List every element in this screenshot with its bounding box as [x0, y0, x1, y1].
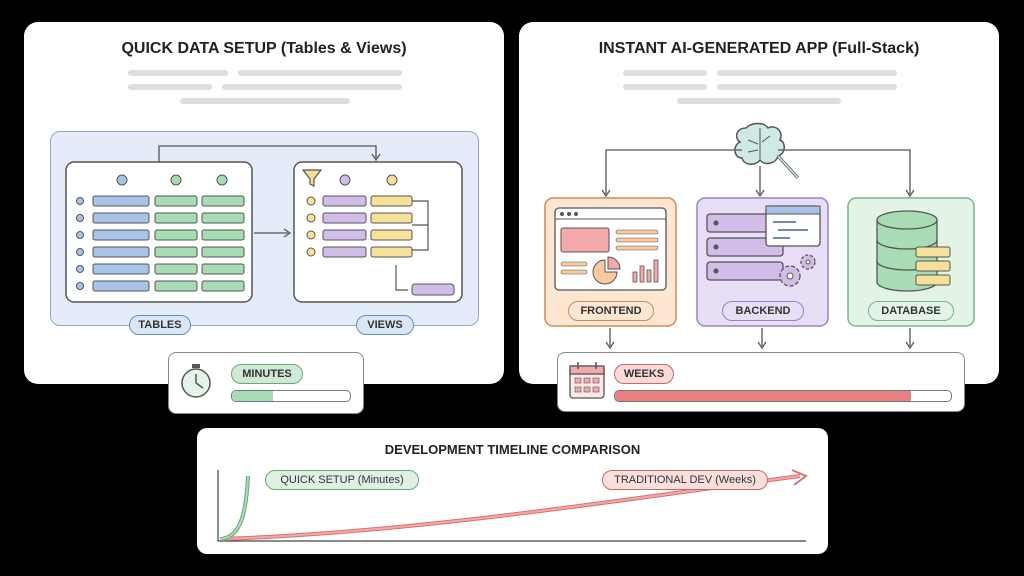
branch-arrow: [605, 149, 742, 194]
placeholder-line: [222, 84, 402, 90]
table-cell: [201, 263, 245, 275]
table-cell: [92, 280, 150, 292]
filter-icon: [301, 169, 323, 187]
table-cell: [92, 263, 150, 275]
row-dot: [306, 247, 316, 257]
row-dot: [76, 214, 84, 222]
row-dot: [76, 265, 84, 273]
placeholder-line: [623, 84, 707, 90]
table-rows: [76, 195, 245, 292]
view-cell: [322, 229, 367, 241]
view-cell: [370, 229, 413, 241]
arrow-head: [791, 469, 808, 486]
panel-title: INSTANT AI-GENERATED APP (Full-Stack): [598, 40, 920, 57]
weeks-progress-track: [614, 390, 952, 402]
row-dot: [76, 197, 84, 205]
traditional-dev-label: TRADITIONAL DEV (Weeks): [602, 470, 768, 490]
arrow-head: [601, 189, 611, 198]
view-cell: [370, 246, 413, 258]
view-cell: [322, 195, 367, 207]
table-cell: [92, 212, 150, 224]
table-cell: [92, 246, 150, 258]
table-cell: [154, 195, 198, 207]
minutes-label: MINUTES: [231, 364, 303, 384]
view-cell: [322, 212, 367, 224]
column-dot: [386, 174, 398, 186]
table-cell: [92, 229, 150, 241]
brain-icon: [734, 122, 785, 165]
table-cell: [154, 246, 198, 258]
arrow-head: [905, 189, 915, 198]
table-cell: [201, 246, 245, 258]
arrow-head: [371, 153, 381, 162]
row-dot: [76, 231, 84, 239]
row-dot: [306, 196, 316, 206]
view-cell: [322, 246, 367, 258]
view-rows: [306, 195, 413, 258]
branch-arrow: [778, 149, 911, 194]
weeks-label: WEEKS: [614, 364, 674, 384]
column-dot: [339, 174, 351, 186]
placeholder-line: [623, 70, 707, 76]
bar-chart-icon: [632, 259, 659, 283]
gear-icon: [779, 254, 816, 287]
view-connector: [412, 200, 429, 251]
table-cell: [154, 263, 198, 275]
table-cell: [201, 280, 245, 292]
down-arrows: [605, 328, 915, 350]
column-dot: [116, 174, 128, 186]
placeholder-line: [717, 70, 897, 76]
top-arrow: [158, 145, 377, 162]
weeks-progress-fill: [615, 391, 911, 401]
result-bar: [411, 283, 455, 296]
tables-label: TABLES: [129, 315, 191, 335]
view-connector: [395, 265, 408, 291]
server-icon: [706, 213, 784, 281]
placeholder-line: [180, 98, 350, 104]
placeholder-line: [677, 98, 841, 104]
quick-setup-curve: [219, 475, 249, 540]
row-dot: [306, 230, 316, 240]
pie-chart-icon: [592, 259, 618, 285]
timeline-title: DEVELOPMENT TIMELINE COMPARISON: [384, 442, 641, 457]
column-dot: [170, 174, 182, 186]
row-dot: [76, 248, 84, 256]
magic-wand-icon: [776, 154, 800, 180]
placeholder-line: [717, 84, 897, 90]
table-cell: [201, 229, 245, 241]
view-cell: [370, 212, 413, 224]
table-stack-icon: [915, 246, 951, 286]
views-label: VIEWS: [356, 315, 414, 335]
table-cell: [92, 195, 150, 207]
table-cell: [154, 212, 198, 224]
quick-setup-label: QUICK SETUP (Minutes): [265, 470, 419, 490]
table-cell: [154, 280, 198, 292]
placeholder-line: [238, 70, 402, 76]
panel-title: QUICK DATA SETUP (Tables & Views): [121, 40, 407, 57]
minutes-progress-fill: [232, 391, 274, 401]
column-dot: [216, 174, 228, 186]
backend-label: BACKEND: [722, 301, 804, 321]
row-dot: [76, 282, 84, 290]
row-dot: [306, 213, 316, 223]
table-cell: [154, 229, 198, 241]
placeholder-line: [128, 70, 228, 76]
database-label: DATABASE: [868, 301, 954, 321]
table-cell: [201, 212, 245, 224]
table-cell: [201, 195, 245, 207]
placeholder-line: [128, 84, 212, 90]
minutes-progress-track: [231, 390, 351, 402]
frontend-label: FRONTEND: [568, 301, 654, 321]
arrow-head: [283, 228, 292, 238]
arrow-head: [755, 189, 765, 198]
